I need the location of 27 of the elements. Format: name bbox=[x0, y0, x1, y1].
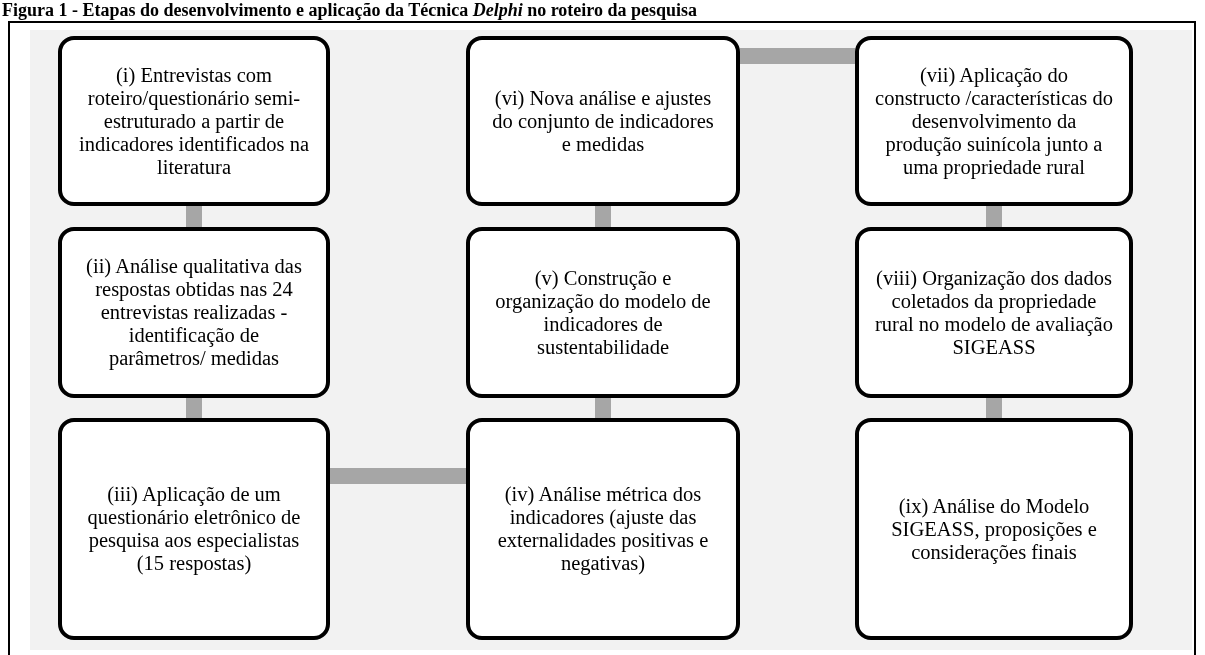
process-box bbox=[466, 227, 740, 398]
process-box bbox=[855, 36, 1133, 206]
figure-title: Figura 1 - Etapas do desenvolvimento e aplicação da Técnica Delphi no roteiro da pesquisa bbox=[2, 0, 698, 20]
process-box bbox=[58, 36, 330, 206]
step-text: (iii) Aplicação de um questionário eletrônico de pesquisa aos especialistas (15 respostas) bbox=[86, 483, 302, 575]
process-box bbox=[855, 227, 1133, 398]
step-text: (ix) Análise do Modelo SIGEASS, proposições e considerações finais bbox=[890, 494, 1098, 564]
step-text: (vi) Nova análise e ajustes do conjunto de indicadores e medidas bbox=[491, 86, 715, 156]
step-text: (ii) Análise qualitativa das respostas obtidas nas 24 entrevistas realizadas - identificação de parâmetros/ medidas bbox=[85, 255, 303, 370]
process-box bbox=[58, 418, 330, 640]
connector-bar bbox=[595, 398, 611, 418]
connector-bar bbox=[330, 468, 466, 484]
step-text: (viii) Organização dos dados coletados da propriedade rural no modelo de avaliação SIGEASS bbox=[875, 266, 1113, 359]
process-box bbox=[58, 227, 330, 398]
process-box bbox=[466, 418, 740, 640]
step-text: (iv) Análise métrica dos indicadores (ajuste das externalidades positivas e negativas) bbox=[496, 483, 710, 575]
connector-bar bbox=[986, 398, 1002, 418]
connector-bar bbox=[186, 398, 202, 418]
connector-bar bbox=[595, 206, 611, 227]
connector-bar bbox=[186, 206, 202, 227]
step-text: (i) Entrevistas com roteiro/questionário semi-estruturado a partir de indicadores identificados na literatura bbox=[78, 63, 310, 179]
process-box bbox=[466, 36, 740, 206]
process-box bbox=[855, 418, 1133, 640]
connector-bar bbox=[986, 206, 1002, 227]
step-text: (vii) Aplicação do constructo /características do desenvolvimento da produção suinícola junto a uma propriedade rural bbox=[875, 63, 1113, 179]
step-text: (v) Construção e organização do modelo de indicadores de sustentabilidade bbox=[494, 266, 712, 359]
connector-bar bbox=[740, 48, 855, 64]
